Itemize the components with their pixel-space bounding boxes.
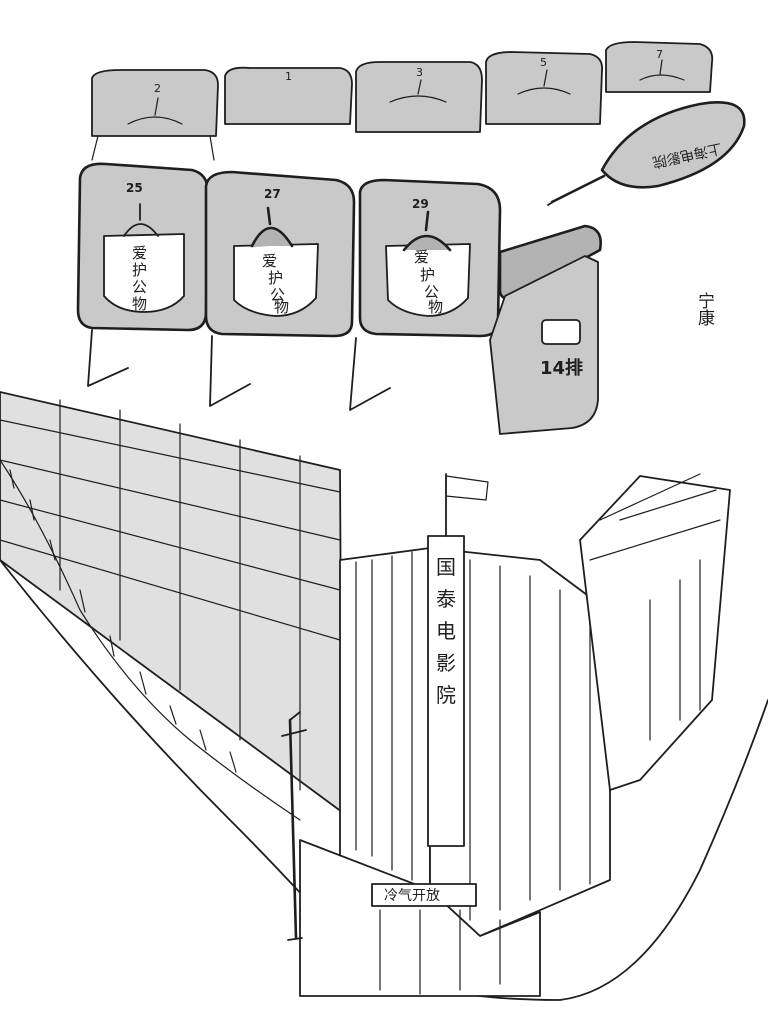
front-seat-numbers: 25 27 29 [126,181,429,211]
svg-text:宁康: 宁康 [694,292,715,326]
seat-number: 29 [412,197,429,211]
seat-number: 25 [126,181,143,195]
svg-text:物: 物 [274,298,289,316]
svg-text:物: 物 [132,295,147,313]
artist-signature: 宁康 [694,292,715,326]
pocket-label-27: 爱 护 公 物 [262,252,289,316]
back-seat-row [91,41,714,161]
seat-number: 5 [540,56,547,69]
svg-text:电: 电 [436,619,456,643]
svg-text:公: 公 [270,286,285,304]
street-scene [0,391,768,1001]
seat-number: 7 [656,48,663,61]
svg-text:影: 影 [436,651,456,675]
seat-pocket-labels: 爱 护 公 物 爱 护 公 物 爱 护 公 物 [132,244,443,316]
svg-text:爱: 爱 [414,248,429,266]
svg-text:公: 公 [424,283,439,301]
svg-text:院: 院 [436,683,456,707]
seat-number: 1 [285,70,292,83]
svg-text:护: 护 [420,266,435,284]
svg-text:泰: 泰 [436,587,456,611]
back-seat-numbers: 2 1 3 5 7 [154,48,663,95]
pocket-label-29: 爱 护 公 物 [414,248,443,316]
pocket-label-25: 爱 护 公 物 [132,244,147,313]
front-seat-row [76,162,602,435]
hand-fan [547,101,746,206]
svg-text:爱: 爱 [132,244,147,262]
svg-text:公: 公 [132,278,147,296]
svg-text:护: 护 [132,261,147,279]
svg-text:国: 国 [436,555,456,579]
seat-number: 3 [416,66,423,79]
theater-sign: 国 泰 电 影 院 [436,555,456,707]
svg-text:护: 护 [268,269,283,287]
row-label: 14排 [540,357,583,379]
seat-number: 27 [264,187,281,201]
seat-number: 2 [154,82,161,95]
svg-text:爱: 爱 [262,252,277,270]
svg-text:物: 物 [428,298,443,316]
marquee-text: 冷气开放 [384,888,440,904]
